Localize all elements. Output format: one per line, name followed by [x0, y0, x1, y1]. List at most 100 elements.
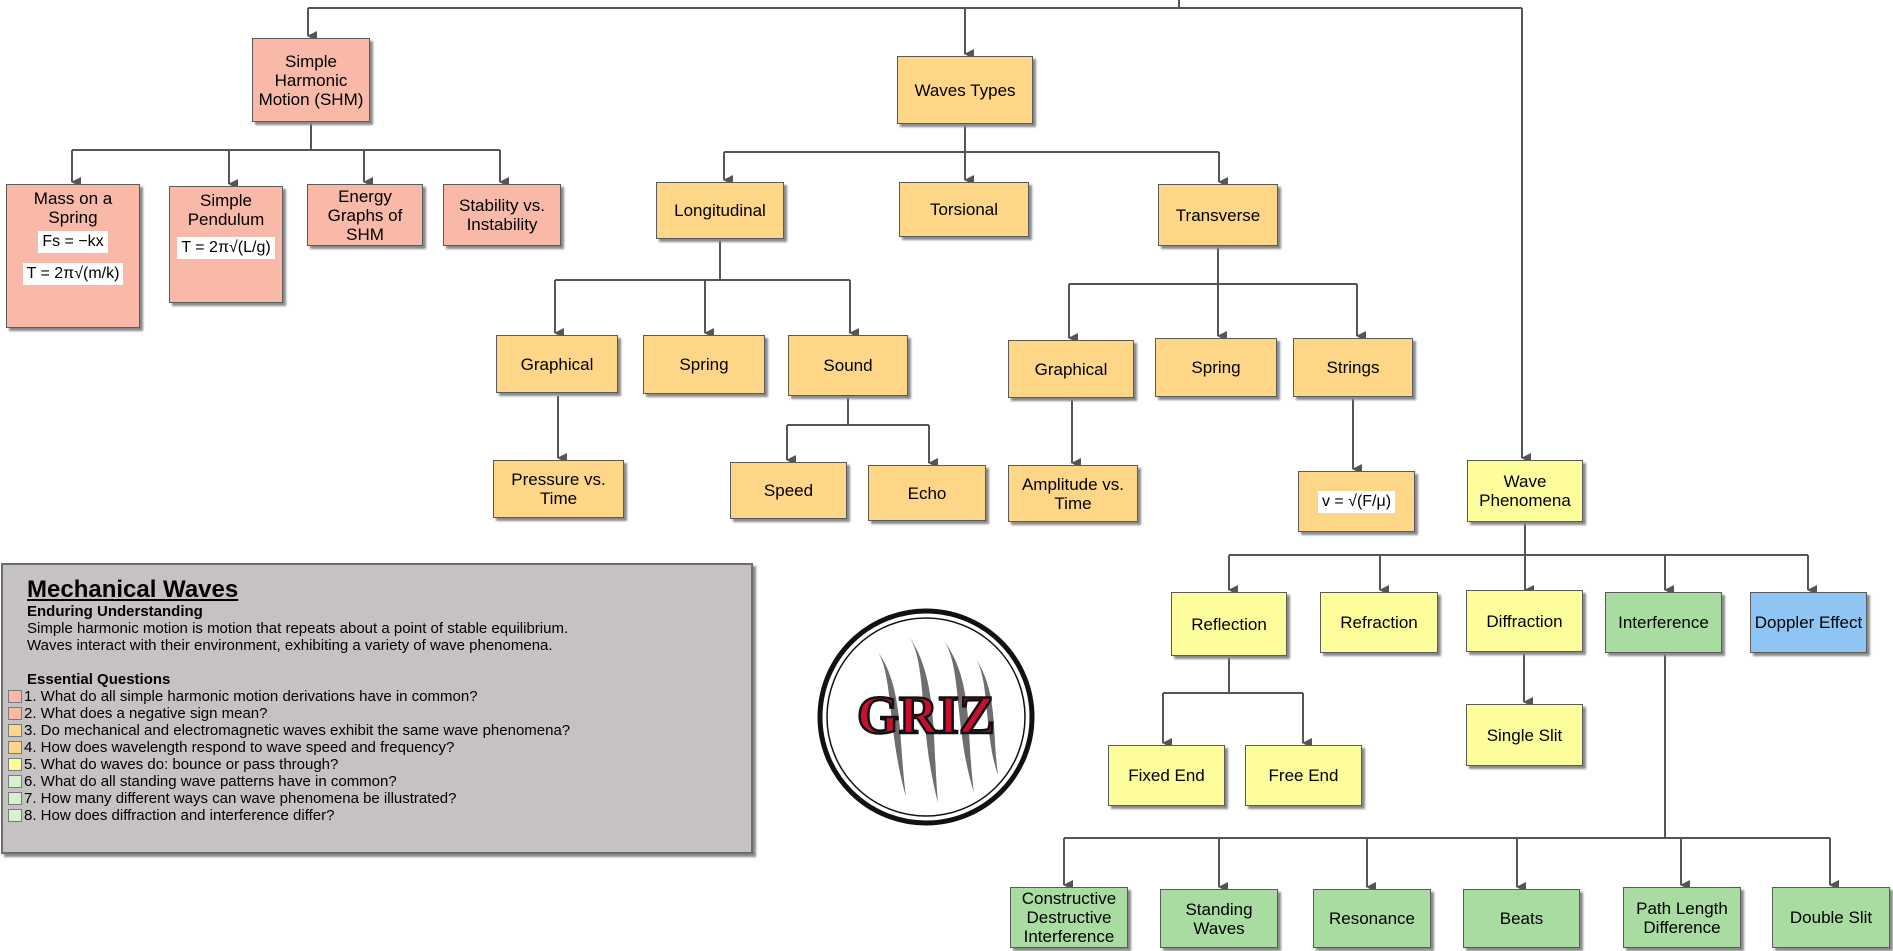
question-color-swatch [8, 775, 22, 788]
question-text: 2. What does a negative sign mean? [24, 705, 268, 722]
torsional-node: Torsional [899, 182, 1029, 237]
constructive-destructive-label: Constructive Destructive Interference [1021, 889, 1117, 946]
path-length-difference-node: Path Length Difference [1623, 887, 1741, 948]
essential-questions-heading: Essential Questions [27, 671, 171, 688]
diffraction-node: Diffraction [1466, 590, 1583, 652]
griz-logo: GRIZ [817, 608, 1035, 826]
double-slit-node: Double Slit [1772, 887, 1890, 948]
question-row: 8. How does diffraction and interference… [8, 807, 751, 824]
reflection-label: Reflection [1191, 614, 1267, 634]
stability-node: Stability vs. Instability [443, 184, 561, 246]
strings-speed-node: v = √(F/μ) [1298, 471, 1415, 532]
energy-graphs-label: Energy Graphs of SHM [327, 186, 403, 244]
panel-title: Mechanical Waves [27, 576, 239, 603]
standing-waves-label: Standing Waves [1185, 899, 1253, 938]
wave-phenomena-label: Wave Phenomena [1479, 472, 1571, 510]
mass-on-spring-node: Mass on a Spring Fs = −kx T = 2π√(m/k) [6, 184, 140, 328]
longitudinal-graphical-node: Graphical [496, 335, 618, 393]
enduring-understanding-line-2: Waves interact with their environment, e… [27, 637, 553, 654]
simple-pendulum-label: Simple Pendulum [187, 191, 265, 229]
sound-label: Sound [823, 356, 873, 375]
hookes-law-formula: Fs = −kx [38, 231, 108, 253]
question-color-swatch [8, 758, 22, 771]
fixed-end-label: Fixed End [1128, 766, 1205, 785]
question-row: 6. What do all standing wave patterns ha… [8, 773, 751, 790]
transverse-graphical-node: Graphical [1008, 340, 1134, 398]
question-color-swatch [8, 724, 22, 737]
strings-label: Strings [1326, 358, 1380, 377]
essential-questions-list: 1. What do all simple harmonic motion de… [8, 688, 751, 824]
question-text: 7. How many different ways can wave phen… [24, 790, 457, 807]
question-color-swatch [8, 809, 22, 822]
enduring-understanding-line-1: Simple harmonic motion is motion that re… [27, 620, 569, 637]
question-row: 5. What do waves do: bounce or pass thro… [8, 756, 751, 773]
mass-on-spring-label: Mass on a Spring [33, 189, 113, 227]
question-row: 1. What do all simple harmonic motion de… [8, 688, 751, 705]
wave-phenomena-node: Wave Phenomena [1467, 460, 1583, 522]
diffraction-label: Diffraction [1486, 611, 1563, 631]
pressure-time-label: Pressure vs. Time [511, 470, 606, 508]
doppler-effect-node: Doppler Effect [1750, 592, 1867, 653]
resonance-label: Resonance [1328, 909, 1415, 928]
question-text: 8. How does diffraction and interference… [24, 807, 335, 824]
question-row: 3. Do mechanical and electromagnetic wav… [8, 722, 751, 739]
resonance-node: Resonance [1313, 889, 1431, 948]
enduring-understanding-heading: Enduring Understanding [27, 603, 203, 620]
stability-label: Stability vs. Instability [459, 196, 545, 234]
shm-label: Simple Harmonic Motion (SHM) [258, 51, 364, 109]
torsional-label: Torsional [929, 200, 999, 219]
longitudinal-graphical-label: Graphical [520, 354, 594, 374]
single-slit-label: Single Slit [1486, 725, 1563, 745]
longitudinal-spring-label: Spring [679, 355, 729, 374]
sound-node: Sound [788, 335, 908, 396]
question-text: 3. Do mechanical and electromagnetic wav… [24, 722, 571, 739]
single-slit-node: Single Slit [1466, 704, 1583, 766]
path-length-difference-label: Path Length Difference [1636, 898, 1728, 937]
question-color-swatch [8, 741, 22, 754]
info-panel: Mechanical Waves Enduring Understanding … [1, 563, 753, 854]
question-color-swatch [8, 707, 22, 720]
speed-label: Speed [763, 481, 814, 500]
question-color-swatch [8, 792, 22, 805]
refraction-node: Refraction [1320, 592, 1438, 653]
reflection-node: Reflection [1171, 592, 1287, 656]
doppler-effect-label: Doppler Effect [1754, 613, 1863, 632]
transverse-node: Transverse [1158, 184, 1278, 246]
pressure-time-node: Pressure vs. Time [493, 460, 624, 518]
speed-node: Speed [730, 462, 847, 519]
simple-pendulum-node: Simple Pendulum T = 2π√(L/g) [169, 186, 283, 303]
transverse-spring-node: Spring [1155, 338, 1277, 397]
pendulum-period-formula: T = 2π√(L/g) [177, 237, 275, 259]
constructive-destructive-node: Constructive Destructive Interference [1010, 887, 1128, 948]
energy-graphs-node: Energy Graphs of SHM [307, 184, 423, 246]
question-color-swatch [8, 690, 22, 703]
refraction-label: Refraction [1340, 613, 1418, 632]
transverse-spring-label: Spring [1191, 358, 1241, 377]
echo-label: Echo [907, 483, 947, 503]
longitudinal-label: Longitudinal [674, 201, 766, 220]
question-text: 1. What do all simple harmonic motion de… [24, 688, 478, 705]
transverse-graphical-label: Graphical [1034, 359, 1108, 379]
beats-node: Beats [1463, 889, 1580, 948]
logo-text: GRIZ [857, 685, 995, 745]
double-slit-label: Double Slit [1789, 908, 1873, 927]
question-row: 2. What does a negative sign mean? [8, 705, 751, 722]
beats-label: Beats [1499, 909, 1544, 928]
spring-period-formula: T = 2π√(m/k) [22, 263, 124, 285]
echo-node: Echo [868, 465, 986, 521]
wave-types-node: Waves Types [897, 56, 1033, 124]
interference-node: Interference [1605, 592, 1722, 653]
strings-node: Strings [1293, 338, 1413, 397]
fixed-end-node: Fixed End [1108, 745, 1225, 806]
question-text: 5. What do waves do: bounce or pass thro… [24, 756, 339, 773]
free-end-label: Free End [1268, 766, 1339, 785]
question-text: 6. What do all standing wave patterns ha… [24, 773, 397, 790]
question-row: 4. How does wavelength respond to wave s… [8, 739, 751, 756]
interference-label: Interference [1618, 613, 1709, 632]
question-row: 7. How many different ways can wave phen… [8, 790, 751, 807]
shm-node: Simple Harmonic Motion (SHM) [252, 38, 370, 122]
longitudinal-spring-node: Spring [643, 335, 765, 394]
transverse-label: Transverse [1175, 205, 1261, 225]
wave-types-label: Waves Types [914, 80, 1016, 100]
